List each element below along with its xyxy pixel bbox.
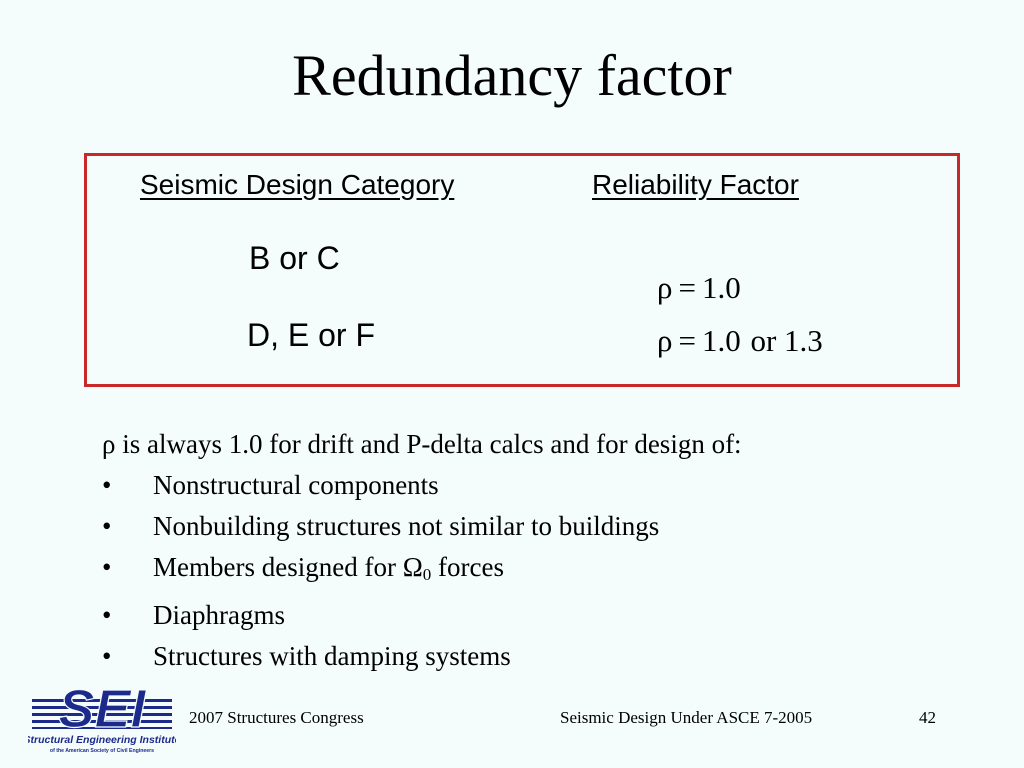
bullet-glyph: • [102, 511, 112, 541]
factor-connector: or [750, 323, 777, 358]
factor-value-alt: 1.3 [784, 323, 823, 358]
sei-logo-name: Structural Engineering Institute [28, 734, 176, 746]
list-item: • Members designed for Ω0 forces [102, 547, 742, 595]
header-seismic-design-category: Seismic Design Category [140, 169, 455, 200]
rho-symbol: ρ [102, 429, 116, 459]
rho-symbol: ρ [657, 323, 673, 358]
category-b-or-c: B or C [249, 240, 340, 276]
slide-title: Redundancy factor [292, 43, 732, 108]
category-d-e-or-f: D, E or F [247, 317, 376, 353]
bullet-glyph: • [102, 470, 112, 500]
redundancy-table-box: Seismic Design Category Reliability Fact… [84, 153, 960, 387]
bullet-text: Structures with damping systems [153, 641, 511, 671]
header-reliability-factor: Reliability Factor [592, 169, 799, 200]
sei-logo-text: SEI [58, 679, 146, 739]
bullet-text-after: forces [431, 552, 504, 582]
list-item: • Diaphragms [102, 595, 742, 636]
note-and-bullets: ρ is always 1.0 for drift and P-delta ca… [102, 424, 742, 677]
bullet-text: Nonbuilding structures not similar to bu… [153, 511, 660, 541]
list-item: • Nonstructural components [102, 465, 742, 506]
sei-logo: SEI SEI Structural Engineering Institute… [28, 678, 176, 754]
footer-talk-title: Seismic Design Under ASCE 7-2005 [560, 708, 813, 727]
note-line: ρ is always 1.0 for drift and P-delta ca… [102, 424, 742, 465]
equals-sign: = [678, 270, 696, 305]
omega-symbol: Ω [402, 552, 423, 582]
footer-page-number: 42 [919, 708, 936, 727]
sei-logo-stripes [32, 699, 172, 729]
footer-event: 2007 Structures Congress [189, 708, 364, 727]
bullet-text: Nonstructural components [153, 470, 439, 500]
factor-value: 1.0 [701, 270, 741, 305]
equals-sign: = [678, 323, 696, 358]
factor-value: 1.0 [701, 323, 741, 358]
factor-row-2: ρ=1.0 or 1.3 [657, 322, 823, 360]
omega-subscript: 0 [422, 565, 432, 584]
factor-row-1: ρ=1.0 [657, 269, 741, 307]
rho-symbol: ρ [657, 270, 673, 305]
list-item: • Nonbuilding structures not similar to … [102, 506, 742, 547]
bullet-text: Diaphragms [153, 600, 285, 630]
bullet-text: Members designed for Ω0 forces [153, 547, 504, 595]
bullet-glyph: • [102, 552, 112, 582]
bullet-glyph: • [102, 641, 112, 671]
list-item: • Structures with damping systems [102, 636, 742, 677]
note-text: is always 1.0 for drift and P-delta calc… [115, 429, 742, 459]
sei-logo-subtitle: of the American Society of Civil Enginee… [50, 748, 154, 754]
bullet-glyph: • [102, 600, 112, 630]
bullet-text-before: Members designed for [153, 552, 403, 582]
